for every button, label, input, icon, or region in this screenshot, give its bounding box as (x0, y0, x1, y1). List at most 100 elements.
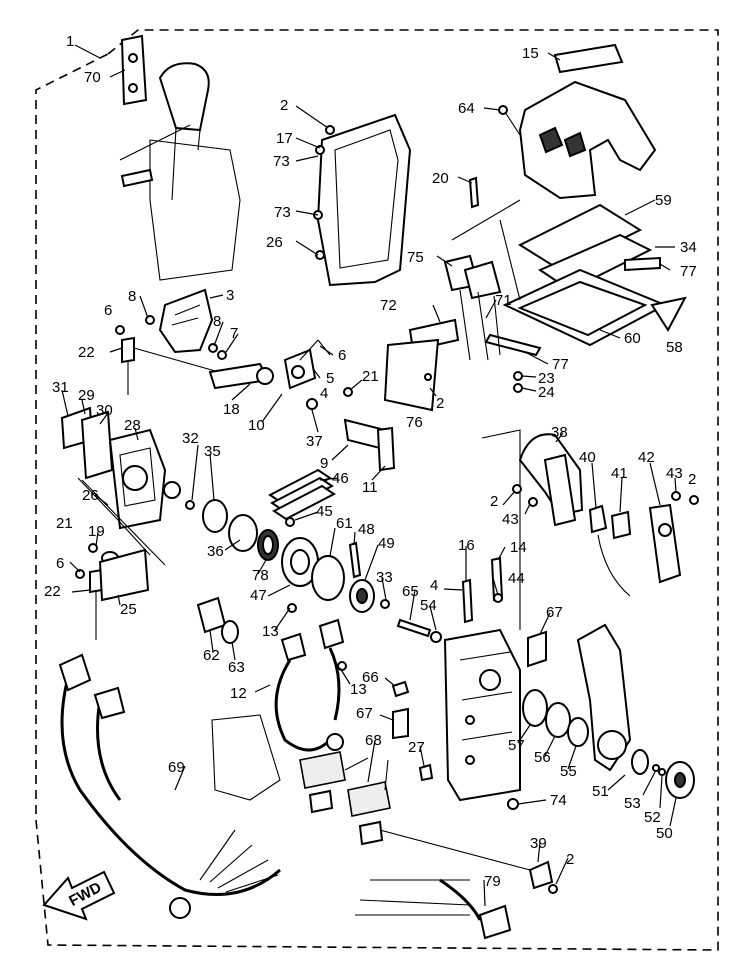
label-74: 74 (550, 792, 567, 809)
part-64-top-housing (468, 43, 657, 209)
label-66: 66 (362, 669, 379, 686)
label-47: 47 (250, 587, 267, 604)
label-22: 22 (78, 344, 95, 361)
assembly-boundary (35, 29, 719, 951)
label-2: 2 (688, 471, 696, 488)
label-1: 1 (66, 33, 74, 50)
label-61: 61 (336, 515, 353, 532)
label-57: 57 (508, 737, 525, 754)
fwd-arrow-icon: FWD (42, 870, 116, 921)
label-6: 6 (338, 347, 346, 364)
label-17: 17 (276, 130, 293, 147)
part-66-67-27-small (391, 630, 547, 782)
label-13: 13 (262, 623, 279, 640)
label-50: 50 (656, 825, 673, 842)
label-15: 15 (522, 45, 539, 62)
label-28: 28 (124, 417, 141, 434)
part-number-labels: 1 70 2 17 73 73 26 15 64 20 59 34 77 75 … (44, 33, 697, 890)
label-27: 27 (408, 739, 425, 756)
label-41: 41 (611, 465, 628, 482)
label-23: 23 (538, 370, 555, 387)
label-21: 21 (56, 515, 73, 532)
part-cover-plate (313, 113, 412, 287)
part-70-control-handle (119, 34, 241, 281)
label-67: 67 (356, 705, 373, 722)
leader-lines (61, 52, 677, 907)
label-3: 3 (226, 287, 234, 304)
label-67: 67 (546, 604, 563, 621)
label-2: 2 (280, 97, 288, 114)
label-60: 60 (624, 330, 641, 347)
label-42: 42 (638, 449, 655, 466)
label-26: 26 (82, 487, 99, 504)
label-13: 13 (350, 681, 367, 698)
label-53: 53 (624, 795, 641, 812)
label-9: 9 (320, 455, 328, 472)
part-47-49-discs (281, 537, 390, 613)
part-main-housing (443, 429, 521, 802)
part-46-friction-plates (268, 468, 336, 527)
label-16: 16 (458, 537, 475, 554)
label-48: 48 (358, 521, 375, 538)
label-46: 46 (332, 470, 349, 487)
label-45: 45 (316, 503, 333, 520)
label-31: 31 (52, 379, 69, 396)
label-73: 73 (274, 204, 291, 221)
label-54: 54 (420, 597, 437, 614)
label-59: 59 (655, 192, 672, 209)
leader-1 (74, 44, 101, 59)
label-39: 39 (530, 835, 547, 852)
label-33: 33 (376, 569, 393, 586)
label-63: 63 (228, 659, 245, 676)
label-78: 78 (252, 567, 269, 584)
label-12: 12 (230, 685, 247, 702)
label-34: 34 (680, 239, 697, 256)
label-51: 51 (592, 783, 609, 800)
label-73: 73 (273, 153, 290, 170)
part-39-79-lower (355, 798, 558, 940)
part-62-63-bushing (196, 596, 239, 644)
label-32: 32 (182, 430, 199, 447)
label-68: 68 (365, 732, 382, 749)
label-6: 6 (104, 302, 112, 319)
label-71: 71 (495, 292, 512, 309)
label-72: 72 (380, 297, 397, 314)
part-35-spring-group (185, 499, 279, 561)
label-35: 35 (204, 443, 221, 460)
label-8: 8 (128, 288, 136, 305)
label-69: 69 (168, 759, 185, 776)
label-43: 43 (666, 465, 683, 482)
label-75: 75 (407, 249, 424, 266)
label-62: 62 (203, 647, 220, 664)
label-24: 24 (538, 384, 555, 401)
label-56: 56 (534, 749, 551, 766)
label-2: 2 (566, 851, 574, 868)
label-25: 25 (120, 601, 137, 618)
label-44: 44 (508, 570, 525, 587)
label-77: 77 (552, 356, 569, 373)
label-76: 76 (406, 414, 423, 431)
label-19: 19 (88, 523, 105, 540)
label-18: 18 (223, 401, 240, 418)
label-52: 52 (644, 809, 661, 826)
part-57-50-pivot-group (522, 623, 695, 799)
label-64: 64 (458, 100, 475, 117)
label-4: 4 (430, 577, 438, 594)
label-55: 55 (560, 763, 577, 780)
label-30: 30 (96, 402, 113, 419)
label-65: 65 (402, 583, 419, 600)
part-28-gear-plate (60, 406, 181, 556)
part-75-switch-assembly (383, 199, 521, 412)
label-70: 70 (84, 69, 101, 86)
part-68-connectors (211, 714, 391, 846)
label-7: 7 (230, 325, 238, 342)
label-11: 11 (362, 479, 378, 496)
label-8: 8 (213, 313, 221, 330)
label-2: 2 (436, 395, 444, 412)
label-79: 79 (484, 873, 501, 890)
label-29: 29 (78, 387, 95, 404)
label-20: 20 (432, 170, 449, 187)
part-59-60-brackets-gasket (484, 203, 687, 393)
